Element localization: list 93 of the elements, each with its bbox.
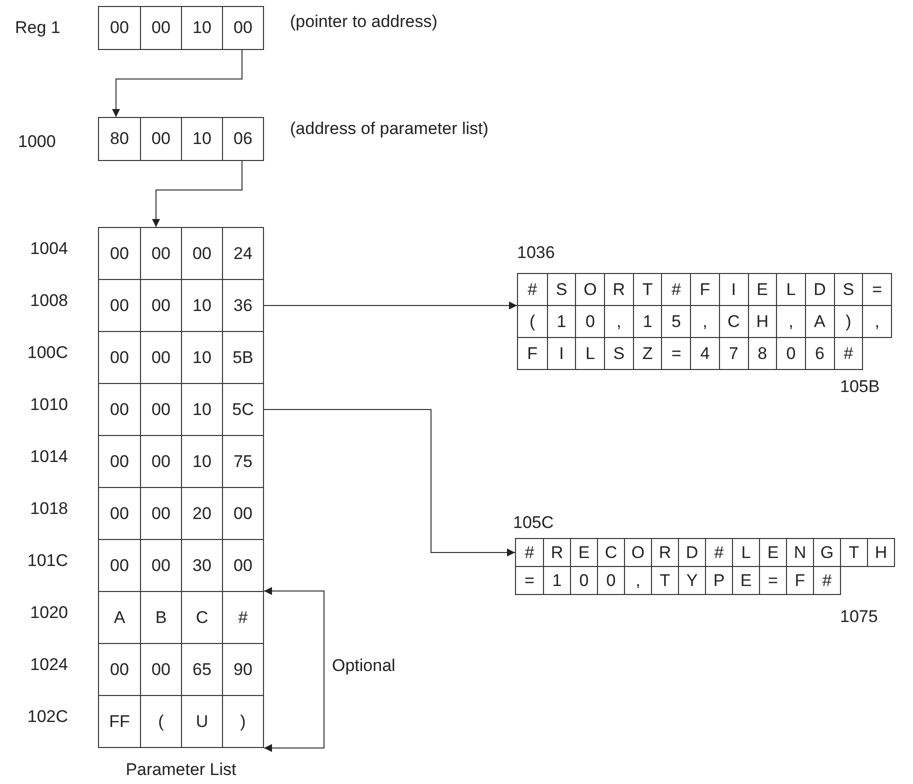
byte-cell-text: 00 (109, 294, 130, 316)
byte-cell: T (840, 539, 867, 566)
address-label: 1036 (517, 243, 555, 263)
memory-word-row (98, 487, 264, 540)
byte-cell: 10 (181, 118, 222, 160)
byte-cell: # (834, 338, 862, 369)
arrow (112, 50, 242, 118)
address-label: 105B (840, 377, 880, 397)
byte-cell: = (661, 338, 690, 369)
character-row (517, 273, 892, 306)
character-row (515, 566, 841, 595)
memory-word-row (98, 117, 264, 161)
list-caption: Parameter List (124, 760, 238, 780)
byte-cell: 00 (140, 118, 181, 160)
byte-cell: P (705, 567, 732, 594)
byte-cell: ( (140, 696, 181, 747)
memory-word-row (98, 227, 264, 280)
character-row (517, 305, 892, 338)
byte-cell: 4 (690, 338, 719, 369)
byte-cell: 1 (543, 567, 570, 594)
byte-cell: 00 (222, 7, 263, 49)
address-label: (pointer to address) (290, 12, 438, 32)
address-label: 1008 (29, 291, 68, 311)
address-label: 101C (26, 551, 68, 571)
byte-cell: 06 (222, 118, 263, 160)
byte-cell: I (546, 338, 576, 369)
address-label: 1018 (29, 499, 68, 519)
edge-label: Optional (332, 656, 396, 676)
byte-cell: E (732, 567, 759, 594)
byte-cell: F (786, 567, 813, 594)
byte-cell: 0 (570, 567, 597, 594)
byte-cell: U (181, 696, 222, 747)
byte-cell-text: 00 (109, 502, 130, 524)
byte-cell-text: # (524, 542, 536, 564)
memory-word-row (98, 695, 264, 748)
memory-word-row (98, 383, 264, 436)
byte-cell-text: 00 (109, 658, 130, 680)
byte-cell-text: 00 (109, 17, 130, 39)
byte-cell: L (575, 338, 604, 369)
byte-cell: 0 (597, 567, 624, 594)
memory-word-row (98, 591, 264, 644)
address-label: 100C (26, 343, 68, 363)
arrow (264, 302, 518, 310)
memory-word-row (98, 279, 264, 332)
memory-word-row (98, 331, 264, 384)
byte-cell: = (759, 567, 786, 594)
address-label: 1024 (29, 655, 68, 675)
address-label: 1000 (18, 132, 56, 152)
byte-cell: T (651, 567, 678, 594)
byte-cell: 00 (140, 7, 181, 49)
byte-cell-text: 00 (109, 346, 130, 368)
memory-word-row (98, 643, 264, 696)
byte-cell-text: 00 (109, 554, 130, 576)
byte-cell-text: # (526, 278, 538, 300)
byte-cell: 8 (748, 338, 776, 369)
byte-cell-text: 00 (109, 398, 130, 420)
byte-cell: Z (632, 338, 662, 369)
byte-cell: Y (678, 567, 705, 594)
address-label: 105C (513, 513, 554, 533)
byte-cell-text: 00 (109, 450, 130, 472)
address-label: 102C (26, 707, 68, 727)
byte-cell-text: ( (528, 310, 536, 332)
address-label: Reg 1 (15, 18, 60, 38)
byte-cell-text: 80 (109, 128, 130, 150)
address-label: 1020 (29, 603, 68, 623)
byte-cell: ) (222, 696, 263, 747)
byte-cell: 10 (181, 7, 222, 49)
byte-cell: 7 (718, 338, 748, 369)
address-label: 1010 (29, 395, 68, 415)
address-label: (address of parameter list) (290, 119, 488, 139)
byte-cell: S (604, 338, 633, 369)
arrow (264, 409, 516, 556)
memory-word-row (98, 539, 264, 592)
byte-cell-text: FF (108, 710, 131, 732)
arrow (152, 160, 242, 228)
byte-cell-text: = (524, 570, 536, 592)
byte-cell: 6 (804, 338, 834, 369)
byte-cell-text: F (526, 342, 539, 364)
arrow (264, 587, 324, 752)
character-row (515, 538, 895, 567)
byte-cell: H (867, 539, 894, 566)
byte-cell-text: A (112, 606, 126, 628)
byte-cell-text: 00 (109, 242, 130, 264)
register-row (98, 6, 264, 50)
character-row (517, 337, 864, 370)
memory-word-row (98, 435, 264, 488)
byte-cell: # (813, 567, 840, 594)
byte-cell: 0 (776, 338, 805, 369)
address-label: 1004 (29, 239, 68, 259)
byte-cell: , (624, 567, 651, 594)
address-label: 1075 (840, 607, 878, 627)
address-label: 1014 (29, 447, 68, 467)
byte-cell: , (862, 306, 891, 337)
